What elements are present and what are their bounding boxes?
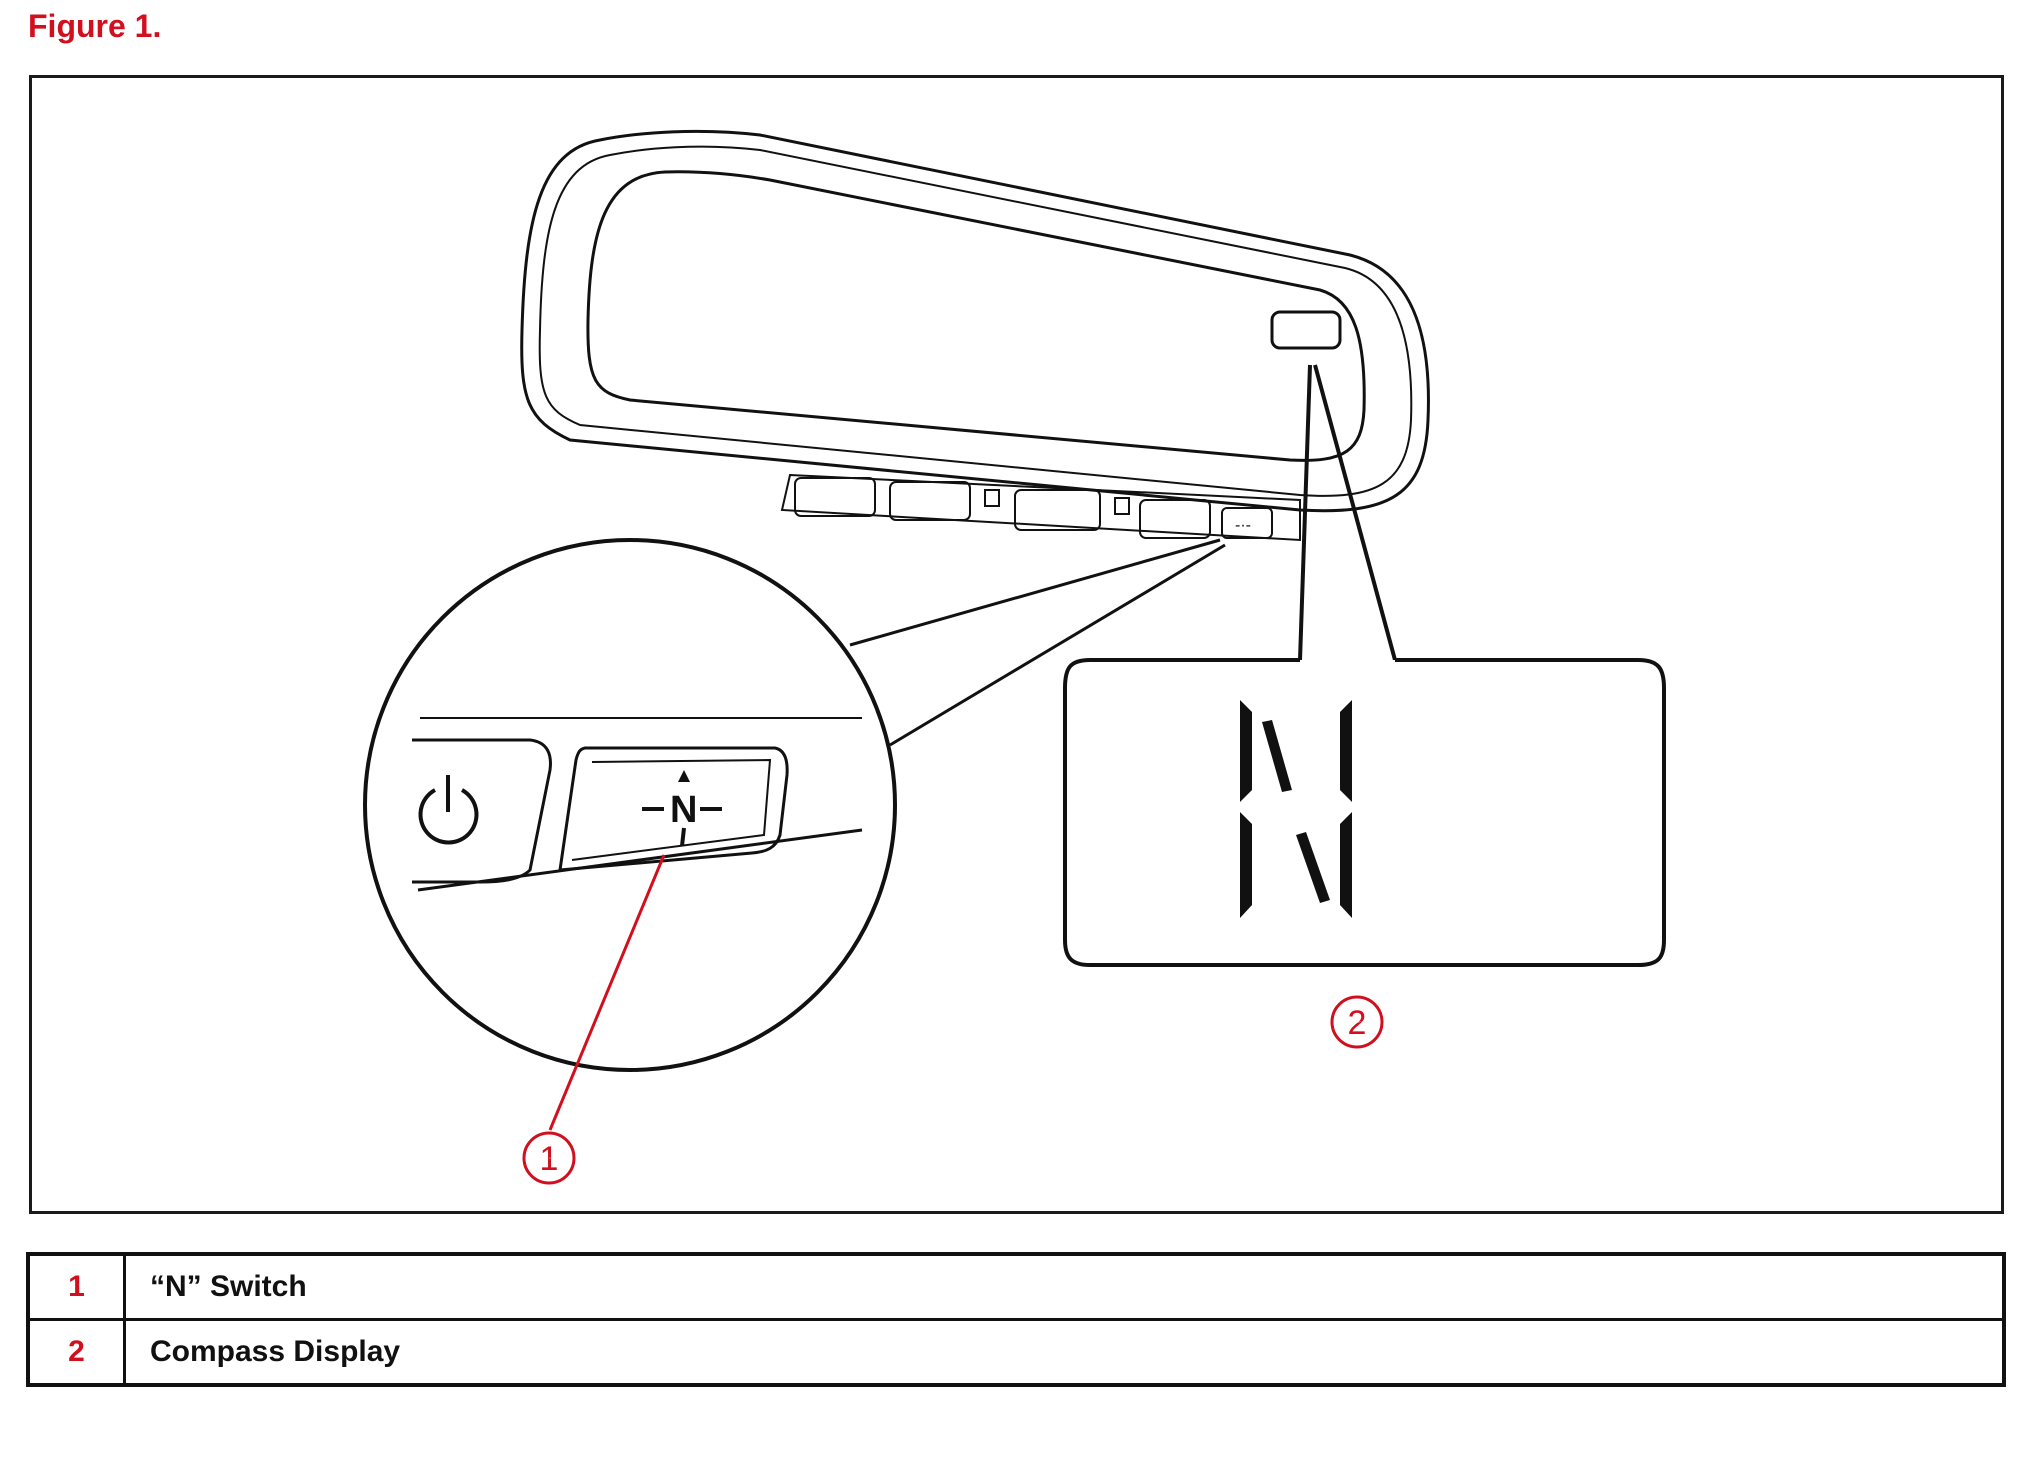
mirror-diagram: -·- N 1 2	[363, 129, 1666, 1185]
display-pointer-left	[1298, 364, 1312, 661]
strip-n-glyph: -·-	[1235, 517, 1251, 534]
callout-2-number: 2	[1348, 1004, 1367, 1042]
magnifier-pointer-lower	[889, 543, 1226, 747]
svg-text:N: N	[670, 789, 697, 831]
legend-description: “N” Switch	[123, 1252, 2006, 1321]
legend-row: 2 Compass Display	[26, 1318, 2006, 1387]
callout-1-circle	[522, 1131, 576, 1185]
magnifier-circle	[363, 538, 897, 1072]
magnifier-bottom-line	[417, 828, 863, 892]
strip-indicator-1	[984, 489, 1000, 507]
legend-row: 1 “N” Switch	[26, 1252, 2006, 1321]
strip-n-switch	[1221, 507, 1273, 539]
magnifier-pointer-upper	[849, 538, 1221, 647]
switch-label: -N-	[1229, 512, 1231, 514]
figure-title: Figure 1.	[28, 8, 162, 44]
callout-1-number: 1	[540, 1140, 559, 1178]
display-letter: N	[1290, 800, 1291, 801]
mirror-housing-inner	[538, 145, 1413, 497]
button-strip	[780, 473, 1301, 542]
strip-button-4	[1139, 499, 1211, 539]
strip-button-3	[1014, 489, 1101, 531]
mirror-housing	[520, 129, 1430, 513]
legend-description: Compass Display	[123, 1318, 2006, 1387]
strip-button-1	[794, 477, 876, 517]
compass-display-window	[1270, 310, 1342, 350]
callout-2-circle	[1330, 995, 1384, 1049]
power-button	[412, 738, 552, 884]
strip-indicator-2	[1114, 497, 1130, 515]
display-pointer-right	[1313, 364, 1397, 661]
strip-button-2	[889, 481, 971, 521]
display-n-segments	[1240, 700, 1352, 918]
legend-number: 2	[26, 1318, 126, 1387]
compass-display-box	[1063, 658, 1666, 967]
callout-1-leader	[548, 854, 666, 1131]
callout-1-label: “N” Switch	[549, 1158, 552, 1160]
power-icon	[418, 775, 479, 845]
n-switch-button	[558, 746, 789, 872]
mirror-glass	[586, 170, 1366, 462]
compass-n-icon: N	[642, 770, 722, 847]
legend-table: 1 “N” Switch 2 Compass Display	[26, 1252, 2006, 1387]
callout-2-label: Compass Display	[1357, 1022, 1362, 1024]
figure-frame	[29, 75, 2004, 1214]
legend-number: 1	[26, 1252, 126, 1321]
